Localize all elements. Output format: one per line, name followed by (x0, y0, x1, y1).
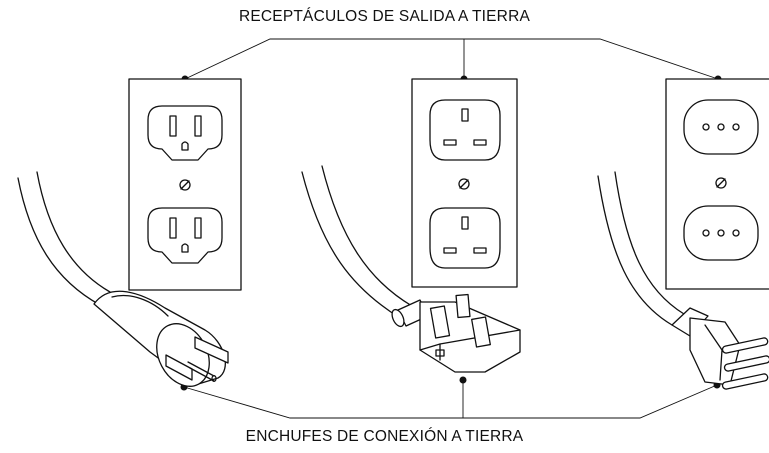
cord-us (17, 171, 111, 306)
it-outlet (665, 78, 769, 290)
bottom-callout-lines (180, 376, 721, 419)
us-upper-receptacle-face (147, 105, 223, 161)
cord-it (597, 171, 685, 326)
us-plug (93, 290, 229, 387)
uk-plug (391, 293, 521, 373)
it-lower-receptacle-face (683, 205, 759, 261)
cord-uk (301, 165, 413, 319)
us-lower-receptacle-face (147, 207, 223, 264)
it-plug (671, 307, 769, 390)
us-outlet (128, 78, 242, 291)
plugs-caption: ENCHUFES DE CONEXIÓN A TIERRA (245, 428, 524, 445)
receptacles-caption: RECEPTÁCULOS DE SALIDA A TIERRA (238, 8, 531, 25)
it-upper-receptacle-face (683, 99, 759, 155)
top-callout-lines (181, 38, 722, 83)
uk-outlet (411, 78, 518, 288)
